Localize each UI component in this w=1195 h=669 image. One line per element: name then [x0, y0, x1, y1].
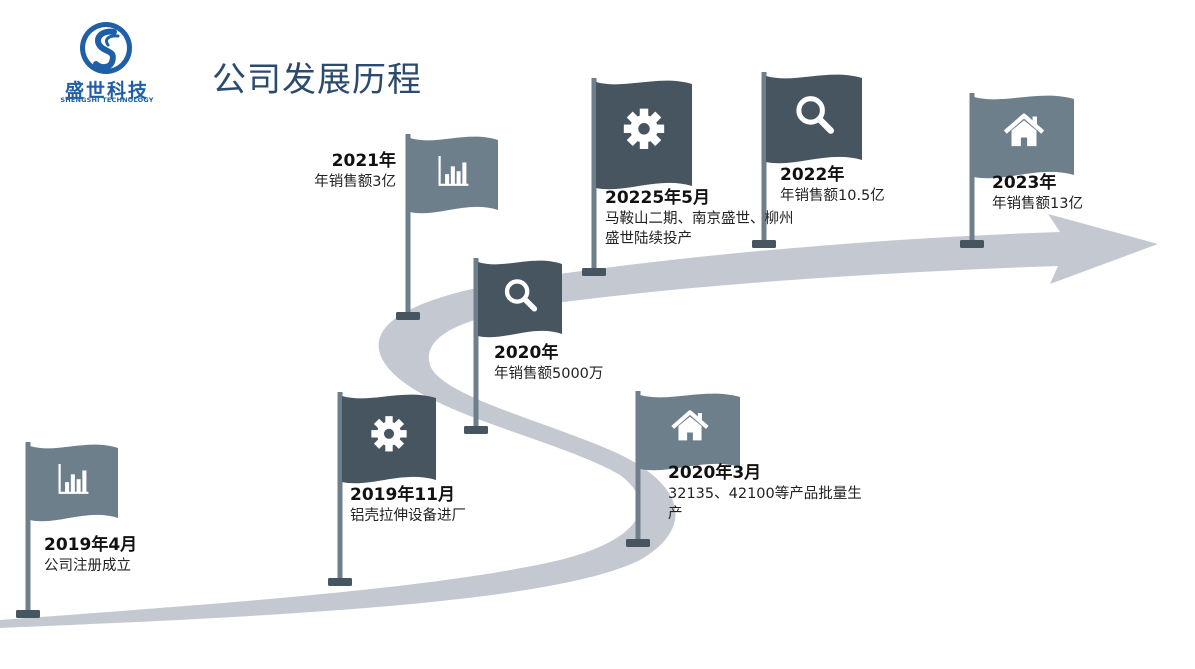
flag-base	[464, 426, 488, 434]
milestone-flag	[582, 78, 692, 276]
flag-base	[582, 268, 606, 276]
milestone-text-6: 20225年5月 马鞍山二期、南京盛世、柳州盛世陆续投产	[605, 187, 797, 249]
flag-pole	[337, 392, 343, 580]
flag-cloth	[766, 74, 862, 164]
milestone-text-1: 2019年4月 公司注册成立	[44, 534, 204, 576]
milestone-flag	[626, 391, 740, 547]
milestone-year: 2019年4月	[44, 535, 138, 555]
logo-name: 盛世科技	[64, 80, 149, 102]
flag-base	[752, 240, 776, 248]
milestone-year: 2023年	[992, 173, 1057, 193]
flag-base	[396, 312, 420, 320]
flag-base	[16, 610, 40, 618]
milestone-flag	[464, 258, 562, 434]
milestone-desc: 马鞍山二期、南京盛世、柳州盛世陆续投产	[605, 211, 794, 247]
milestone-desc: 铝壳拉伸设备进厂	[350, 508, 466, 524]
search-icon	[504, 279, 538, 312]
search-icon	[796, 96, 834, 134]
flag-pole	[635, 391, 641, 541]
gear-icon	[623, 108, 665, 149]
milestone-year: 20225年5月	[605, 188, 710, 208]
milestone-flag	[960, 93, 1074, 248]
milestone-text-4: 2020年3月 32135、42100等产品批量生产	[668, 462, 864, 524]
home-icon	[671, 410, 709, 441]
milestone-flag	[328, 392, 436, 586]
gear-icon	[371, 416, 407, 452]
flag-base	[328, 578, 352, 586]
milestone-flag	[752, 72, 862, 248]
flag-base	[960, 240, 984, 248]
milestone-desc: 年销售额5000万	[494, 366, 604, 382]
flag-pole	[25, 442, 31, 612]
logo-subtitle: SHENGSHI TECHNOLOGY	[60, 96, 154, 104]
company-logo	[80, 22, 132, 74]
milestone-year: 2019年11月	[350, 485, 455, 505]
milestone-desc: 年销售额10.5亿	[780, 188, 885, 204]
milestone-flag	[16, 442, 118, 618]
milestone-text-3: 2020年 年销售额5000万	[494, 342, 674, 384]
milestone-text-7: 2022年 年销售额10.5亿	[780, 164, 950, 206]
bar-chart-icon	[58, 464, 89, 494]
flag-pole	[969, 93, 975, 242]
page-title: 公司发展历程	[212, 60, 422, 100]
milestone-desc: 公司注册成立	[44, 558, 131, 574]
milestone-desc: 年销售额3亿	[314, 174, 396, 190]
flag-pole	[761, 72, 767, 242]
milestone-year: 2020年3月	[668, 463, 762, 483]
milestone-desc: 年销售额13亿	[992, 196, 1083, 212]
flag-pole	[405, 134, 411, 314]
milestone-text-8: 2023年 年销售额13亿	[992, 172, 1142, 214]
bar-chart-icon	[438, 156, 469, 186]
home-icon	[1003, 113, 1045, 147]
flag-pole	[473, 258, 479, 428]
flag-base	[626, 539, 650, 547]
flag-pole	[591, 78, 597, 270]
milestone-flag	[396, 134, 498, 320]
milestone-year: 2021年	[331, 151, 396, 171]
milestone-year: 2020年	[494, 343, 559, 363]
milestone-desc: 32135、42100等产品批量生产	[668, 486, 862, 522]
milestone-text-5: 2021年 年销售额3亿	[296, 150, 396, 192]
milestone-year: 2022年	[780, 165, 845, 185]
milestone-text-2: 2019年11月 铝壳拉伸设备进厂	[350, 484, 530, 526]
